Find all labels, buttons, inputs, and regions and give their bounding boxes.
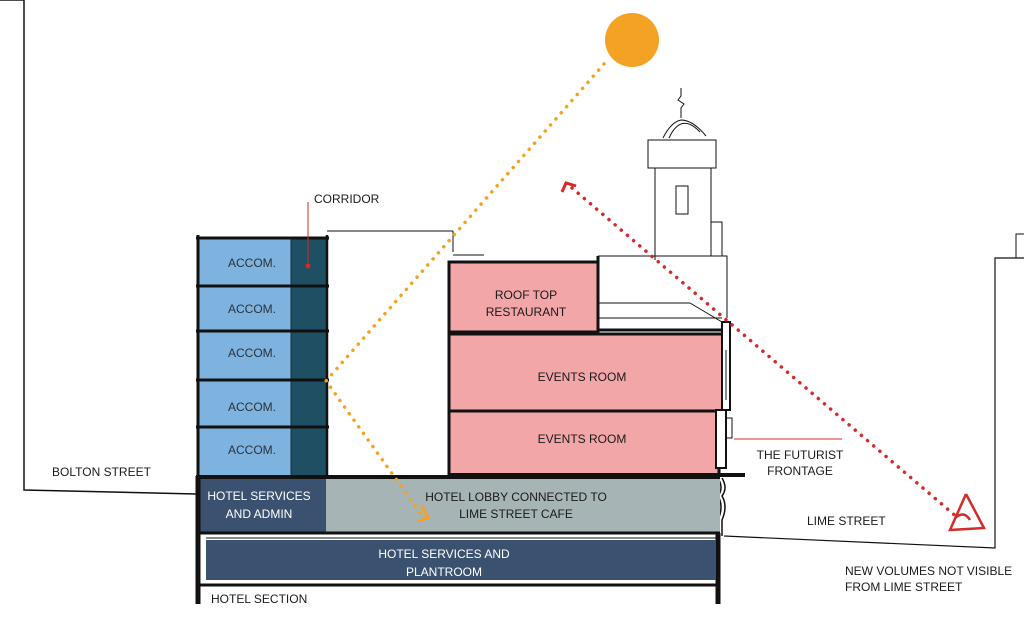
dome-tower [647,88,728,318]
accom-stack [198,238,291,476]
sun-ray-arrowhead [417,505,431,523]
services-admin-label-1: HOTEL SERVICES [207,489,310,503]
sightline-arrowhead [560,181,577,193]
futurist-label-1: THE FUTURIST [757,448,844,462]
roof-restaurant-label-1: ROOF TOP [495,288,557,302]
neighbour-building-right [1015,233,1024,258]
futurist-frontage-detail [715,321,733,536]
bolton-street-label: BOLTON STREET [52,465,152,479]
roof-restaurant-label-2: RESTAURANT [486,305,567,319]
events-room-lower-label: EVENTS ROOM [538,432,627,446]
accom-label-2: ACCOM. [228,302,276,316]
plantroom-label-1: HOTEL SERVICES AND [378,547,510,561]
corridor-zone [291,238,326,476]
sun-ray [323,62,606,516]
futurist-label-2: FRONTAGE [767,464,833,478]
new-volumes-label-1: NEW VOLUMES NOT VISIBLE [845,564,1012,578]
lobby-label-1: HOTEL LOBBY CONNECTED TO [425,490,607,504]
lime-street-label: LIME STREET [807,514,886,528]
accom-label-5: ACCOM. [228,443,276,457]
sun-icon [605,13,659,67]
podium [195,475,721,604]
accom-label-3: ACCOM. [228,346,276,360]
basement [198,537,720,587]
ground-line [0,0,197,495]
lobby-label-2: LIME STREET CAFE [459,507,573,521]
viewer-eye-icon [948,493,987,532]
corridor-label: CORRIDOR [314,192,380,206]
accommodation-tower [196,230,454,478]
events-room-upper-label: EVENTS ROOM [538,370,627,384]
new-volumes-label-2: FROM LIME STREET [845,580,963,594]
services-admin-label-2: AND ADMIN [226,507,293,521]
plantroom-label-2: PLANTROOM [406,565,482,579]
accom-label-1: ACCOM. [228,256,276,270]
hotel-section-label: HOTEL SECTION [211,592,307,606]
lime-street-ground [723,257,1024,549]
accom-label-4: ACCOM. [228,400,276,414]
